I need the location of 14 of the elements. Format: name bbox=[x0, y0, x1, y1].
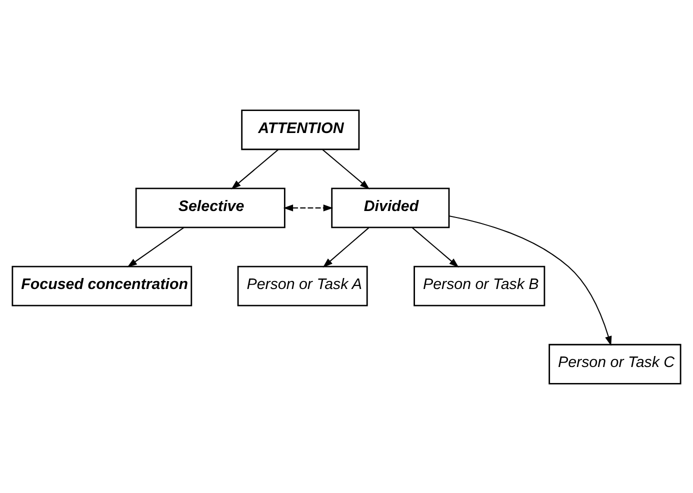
arrow bbox=[449, 214, 612, 346]
arrow bbox=[283, 204, 334, 211]
node-box: Person or Task A bbox=[237, 265, 368, 306]
arrow bbox=[322, 148, 370, 189]
node-box: Person or Task B bbox=[414, 265, 546, 306]
node-box: Person or Task C bbox=[548, 343, 682, 384]
node-box: Divided bbox=[331, 187, 450, 228]
node-box: Focused concentration bbox=[12, 265, 192, 306]
arrow bbox=[412, 226, 459, 267]
arrow bbox=[127, 226, 184, 267]
arrow bbox=[231, 148, 278, 189]
node-box: Selective bbox=[135, 187, 286, 228]
node-box: ATTENTION bbox=[241, 109, 360, 150]
arrow bbox=[322, 226, 370, 267]
